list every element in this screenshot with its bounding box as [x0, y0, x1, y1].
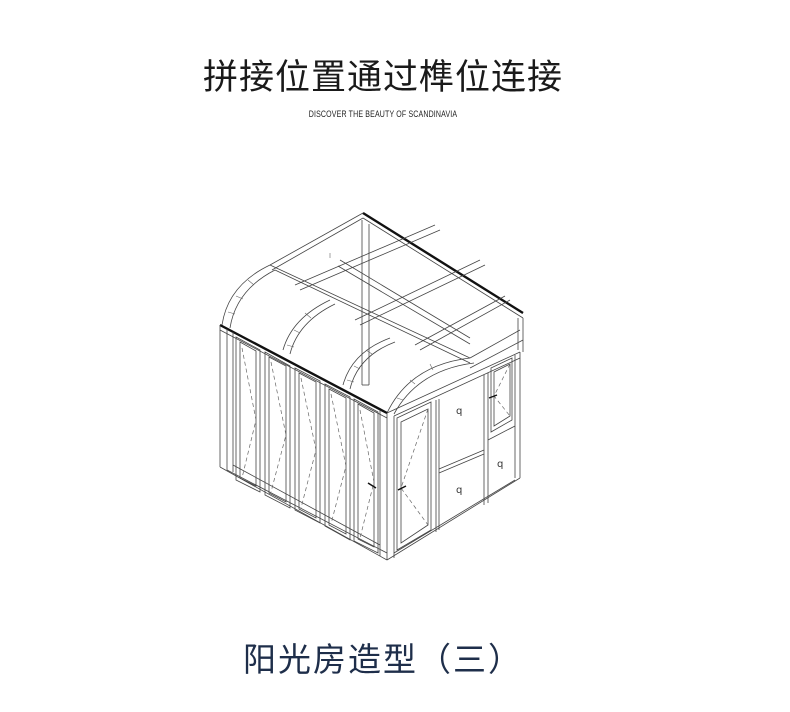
left-wall-folding-doors — [219, 323, 388, 561]
page-title: 拼接位置通过榫位连接 — [202, 58, 563, 98]
svg-text:q: q — [456, 485, 462, 496]
right-wall-door-panels: q q q — [386, 351, 521, 561]
page-subtitle: DISCOVER THE BEAUTY OF SCANDINAVIA — [308, 109, 458, 119]
svg-text:q: q — [497, 459, 503, 470]
figure-caption: 阳光房造型（三） — [243, 640, 523, 679]
roof-frame — [221, 211, 524, 415]
svg-text:q: q — [456, 406, 462, 417]
